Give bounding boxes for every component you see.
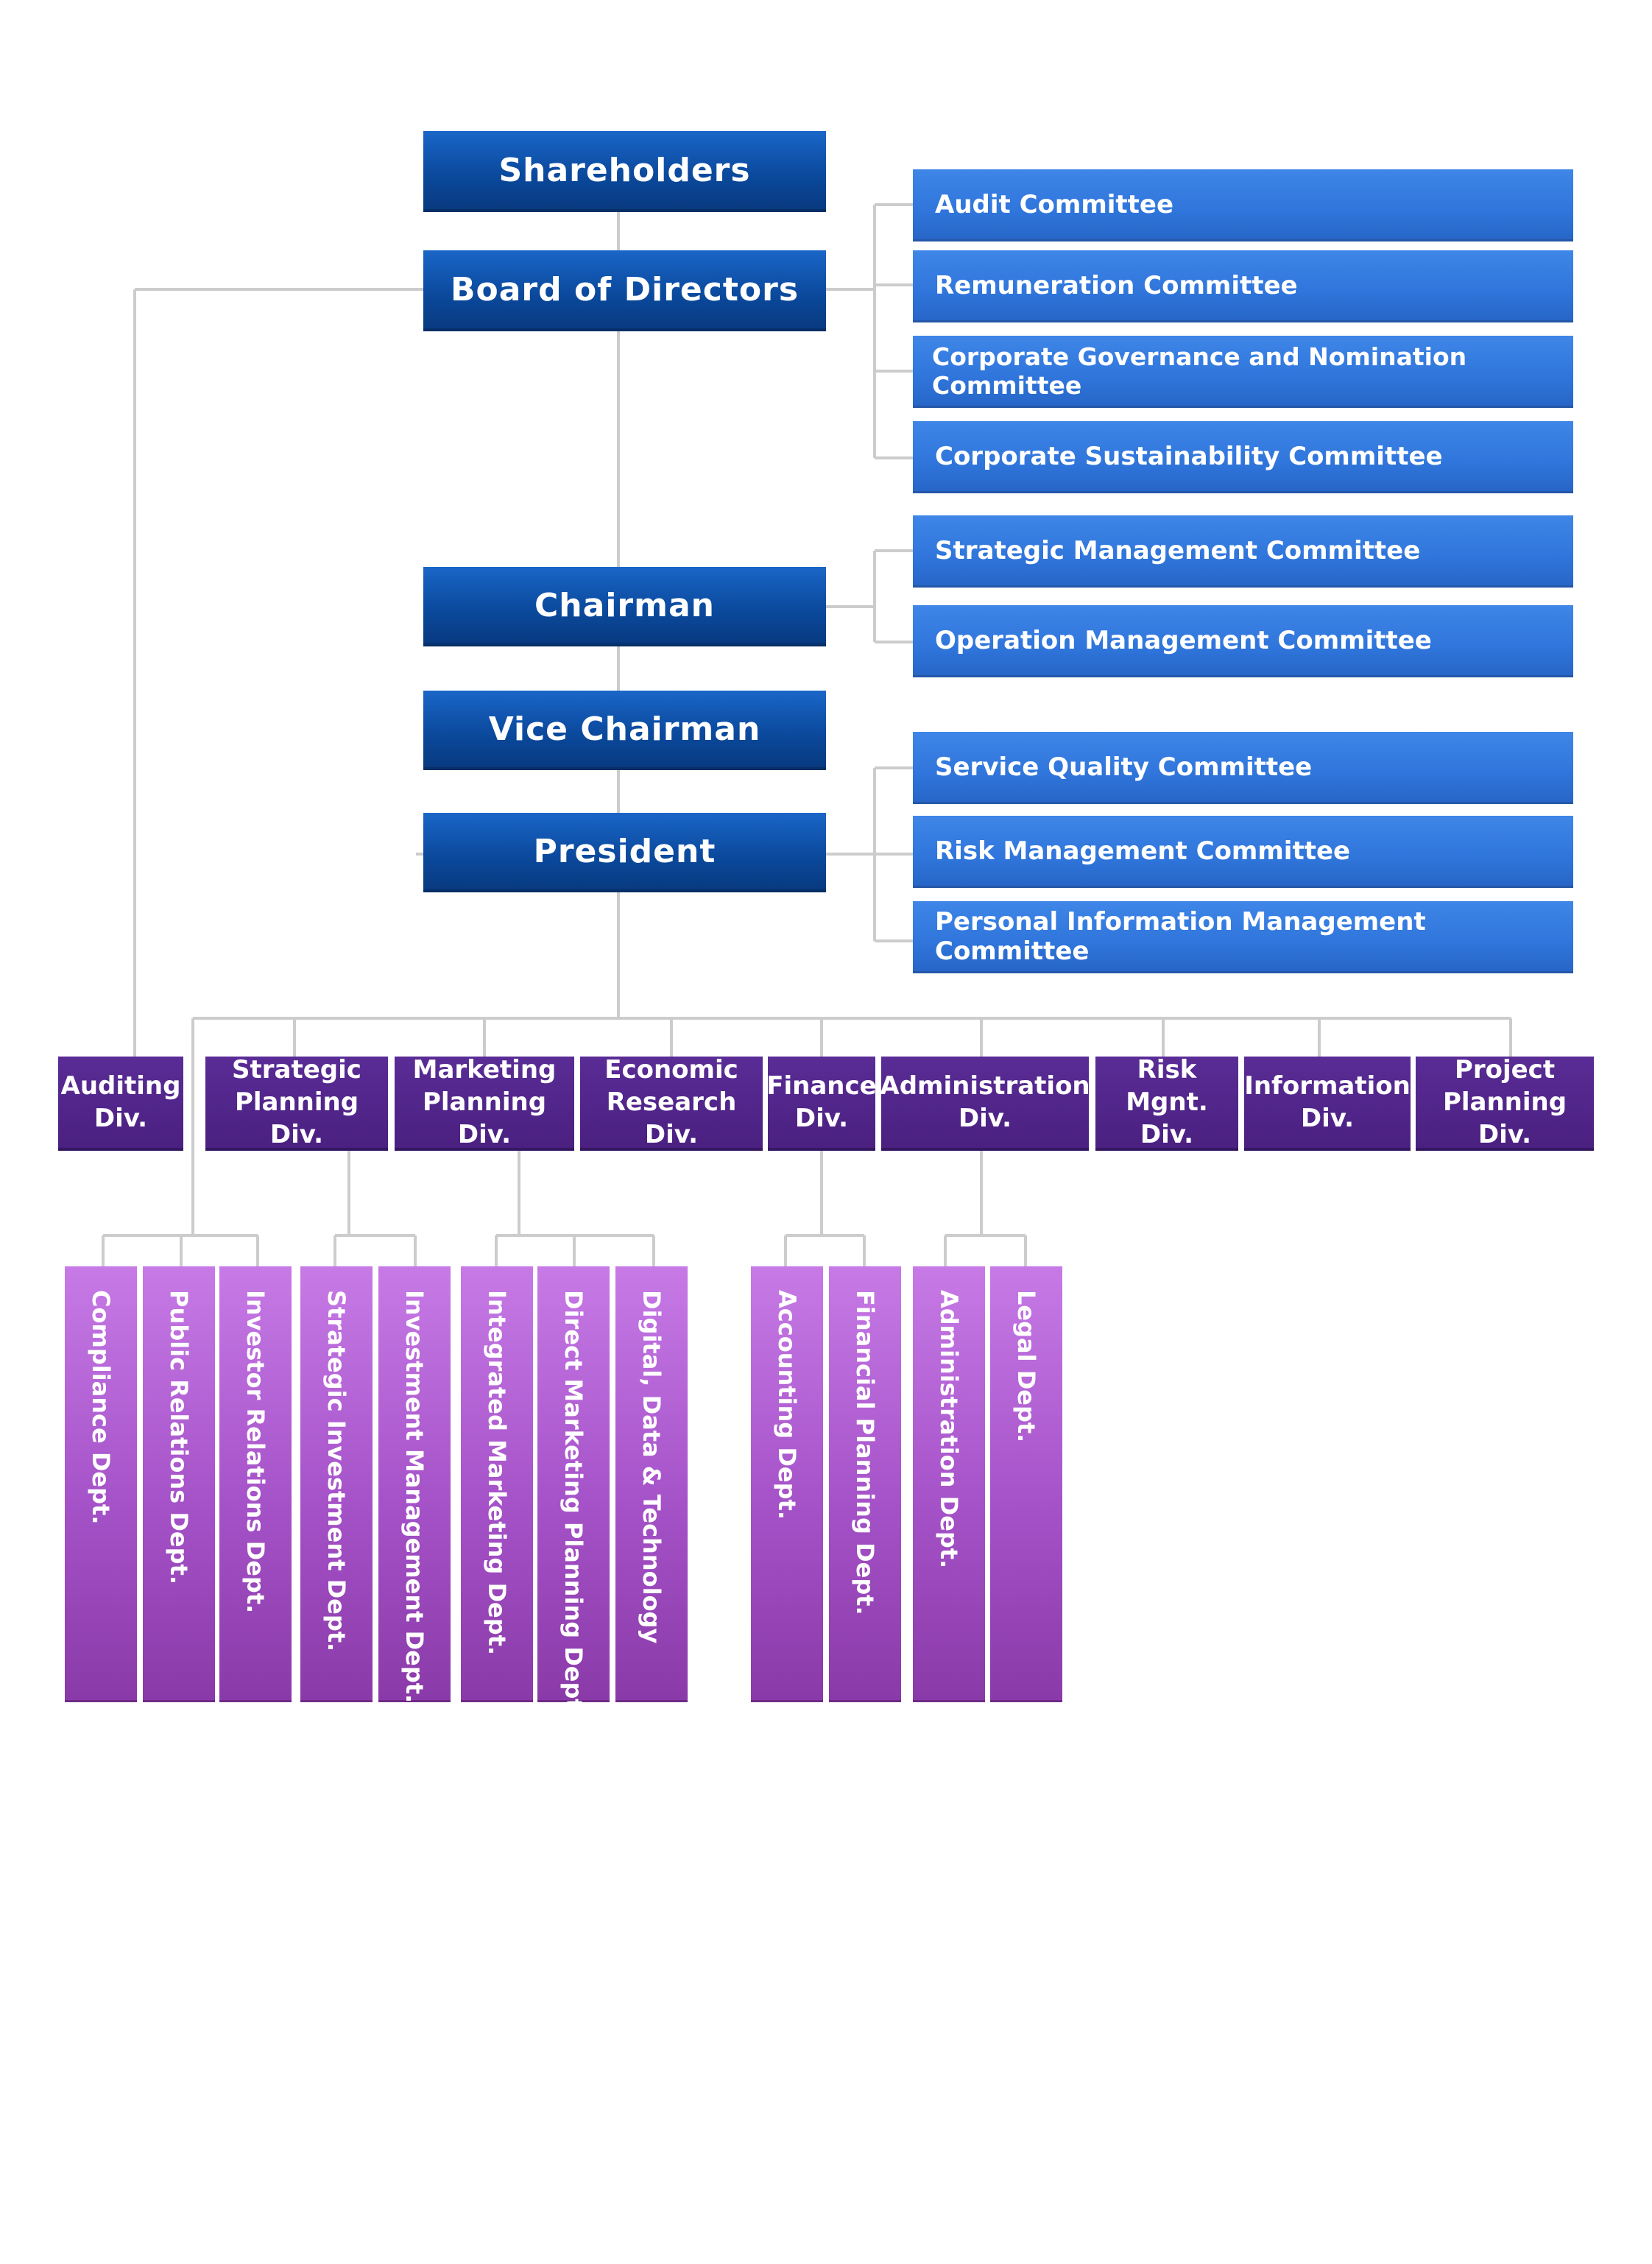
division-line-2: Planning Div. bbox=[234, 1087, 359, 1149]
dept-label: Digital, Data & Technology bbox=[638, 1290, 666, 1644]
sustainability-committee-box: Corporate Sustainability Committee bbox=[913, 421, 1573, 493]
division-line-2: Planning Div. bbox=[1442, 1087, 1567, 1149]
operation-management-committee-box: Operation Management Committee bbox=[913, 605, 1573, 677]
strategic-planning-division-box: Strategic Planning Div. bbox=[205, 1055, 388, 1151]
division-line-1: Marketing bbox=[412, 1055, 557, 1085]
division-line-1: Finance bbox=[766, 1071, 877, 1101]
division-line-2: Div. bbox=[1140, 1120, 1194, 1149]
chairman-box: Chairman bbox=[423, 567, 826, 646]
division-line-1: Risk Mgnt. bbox=[1126, 1055, 1208, 1117]
governance-committee-box: Corporate Governance and Nomination Comm… bbox=[913, 336, 1573, 408]
finance-division-box: Finance Div. bbox=[766, 1057, 877, 1151]
division-line-2: Div. bbox=[1300, 1104, 1355, 1133]
division-line-1: Project bbox=[1454, 1055, 1556, 1085]
risk-management-committee-box: Risk Management Committee bbox=[913, 816, 1573, 888]
digital-data-technology-dept-box: Digital, Data & Technology bbox=[615, 1266, 688, 1702]
division-line-2: Planning Div. bbox=[422, 1087, 547, 1149]
marketing-planning-division-box: Marketing Planning Div. bbox=[395, 1055, 574, 1151]
division-line-1: Auditing bbox=[60, 1071, 181, 1101]
vice-chairman-box: Vice Chairman bbox=[423, 691, 826, 770]
direct-marketing-dept-box: Direct Marketing Planning Dept. bbox=[537, 1266, 610, 1719]
public-relations-dept-box: Public Relations Dept. bbox=[143, 1266, 215, 1702]
dept-label: Compliance Dept. bbox=[87, 1290, 115, 1525]
project-planning-division-box: Project Planning Div. bbox=[1416, 1055, 1594, 1151]
dept-label: Administration Dept. bbox=[935, 1290, 963, 1569]
compliance-dept-box: Compliance Dept. bbox=[65, 1266, 137, 1702]
division-line-1: Administration bbox=[880, 1071, 1090, 1101]
dept-label: Financial Planning Dept. bbox=[851, 1290, 879, 1615]
economic-research-division-box: Economic Research Div. bbox=[580, 1055, 763, 1151]
division-line-2: Div. bbox=[958, 1104, 1012, 1133]
dept-label: Direct Marketing Planning Dept. bbox=[560, 1290, 587, 1719]
accounting-dept-box: Accounting Dept. bbox=[751, 1266, 823, 1702]
remuneration-committee-box: Remuneration Committee bbox=[913, 250, 1573, 322]
division-line-1: Information bbox=[1244, 1071, 1411, 1101]
audit-committee-box: Audit Committee bbox=[913, 169, 1573, 241]
division-line-2: Div. bbox=[794, 1104, 849, 1133]
dept-label: Legal Dept. bbox=[1012, 1290, 1040, 1443]
auditing-division-box: Auditing Div. bbox=[58, 1057, 183, 1151]
strategic-management-committee-box: Strategic Management Committee bbox=[913, 515, 1573, 588]
strategic-investment-dept-box: Strategic Investment Dept. bbox=[300, 1266, 373, 1702]
investment-management-dept-box: Investment Management Dept. bbox=[378, 1266, 451, 1704]
administration-dept-box: Administration Dept. bbox=[913, 1266, 985, 1702]
financial-planning-dept-box: Financial Planning Dept. bbox=[829, 1266, 901, 1702]
division-line-2: Research Div. bbox=[606, 1087, 737, 1149]
dept-label: Investor Relations Dept. bbox=[241, 1290, 269, 1614]
division-line-1: Strategic bbox=[232, 1055, 361, 1085]
division-line-1: Economic bbox=[604, 1055, 738, 1085]
dept-label: Strategic Investment Dept. bbox=[322, 1290, 350, 1652]
personal-information-committee-box: Personal Information Management Committe… bbox=[913, 901, 1573, 973]
dept-label: Public Relations Dept. bbox=[165, 1290, 193, 1584]
board-of-directors-box: Board of Directors bbox=[423, 250, 826, 331]
dept-label: Accounting Dept. bbox=[773, 1290, 801, 1520]
shareholders-box: Shareholders bbox=[423, 131, 826, 212]
risk-management-division-box: Risk Mgnt. Div. bbox=[1095, 1055, 1238, 1151]
service-quality-committee-box: Service Quality Committee bbox=[913, 732, 1573, 804]
division-line-2: Div. bbox=[93, 1104, 148, 1133]
legal-dept-box: Legal Dept. bbox=[990, 1266, 1062, 1702]
integrated-marketing-dept-box: Integrated Marketing Dept. bbox=[461, 1266, 533, 1702]
dept-label: Integrated Marketing Dept. bbox=[483, 1290, 511, 1656]
information-division-box: Information Div. bbox=[1244, 1057, 1411, 1151]
president-box: President bbox=[423, 813, 826, 892]
administration-division-box: Administration Div. bbox=[880, 1057, 1090, 1151]
investor-relations-dept-box: Investor Relations Dept. bbox=[219, 1266, 292, 1702]
dept-label: Investment Management Dept. bbox=[400, 1290, 428, 1704]
